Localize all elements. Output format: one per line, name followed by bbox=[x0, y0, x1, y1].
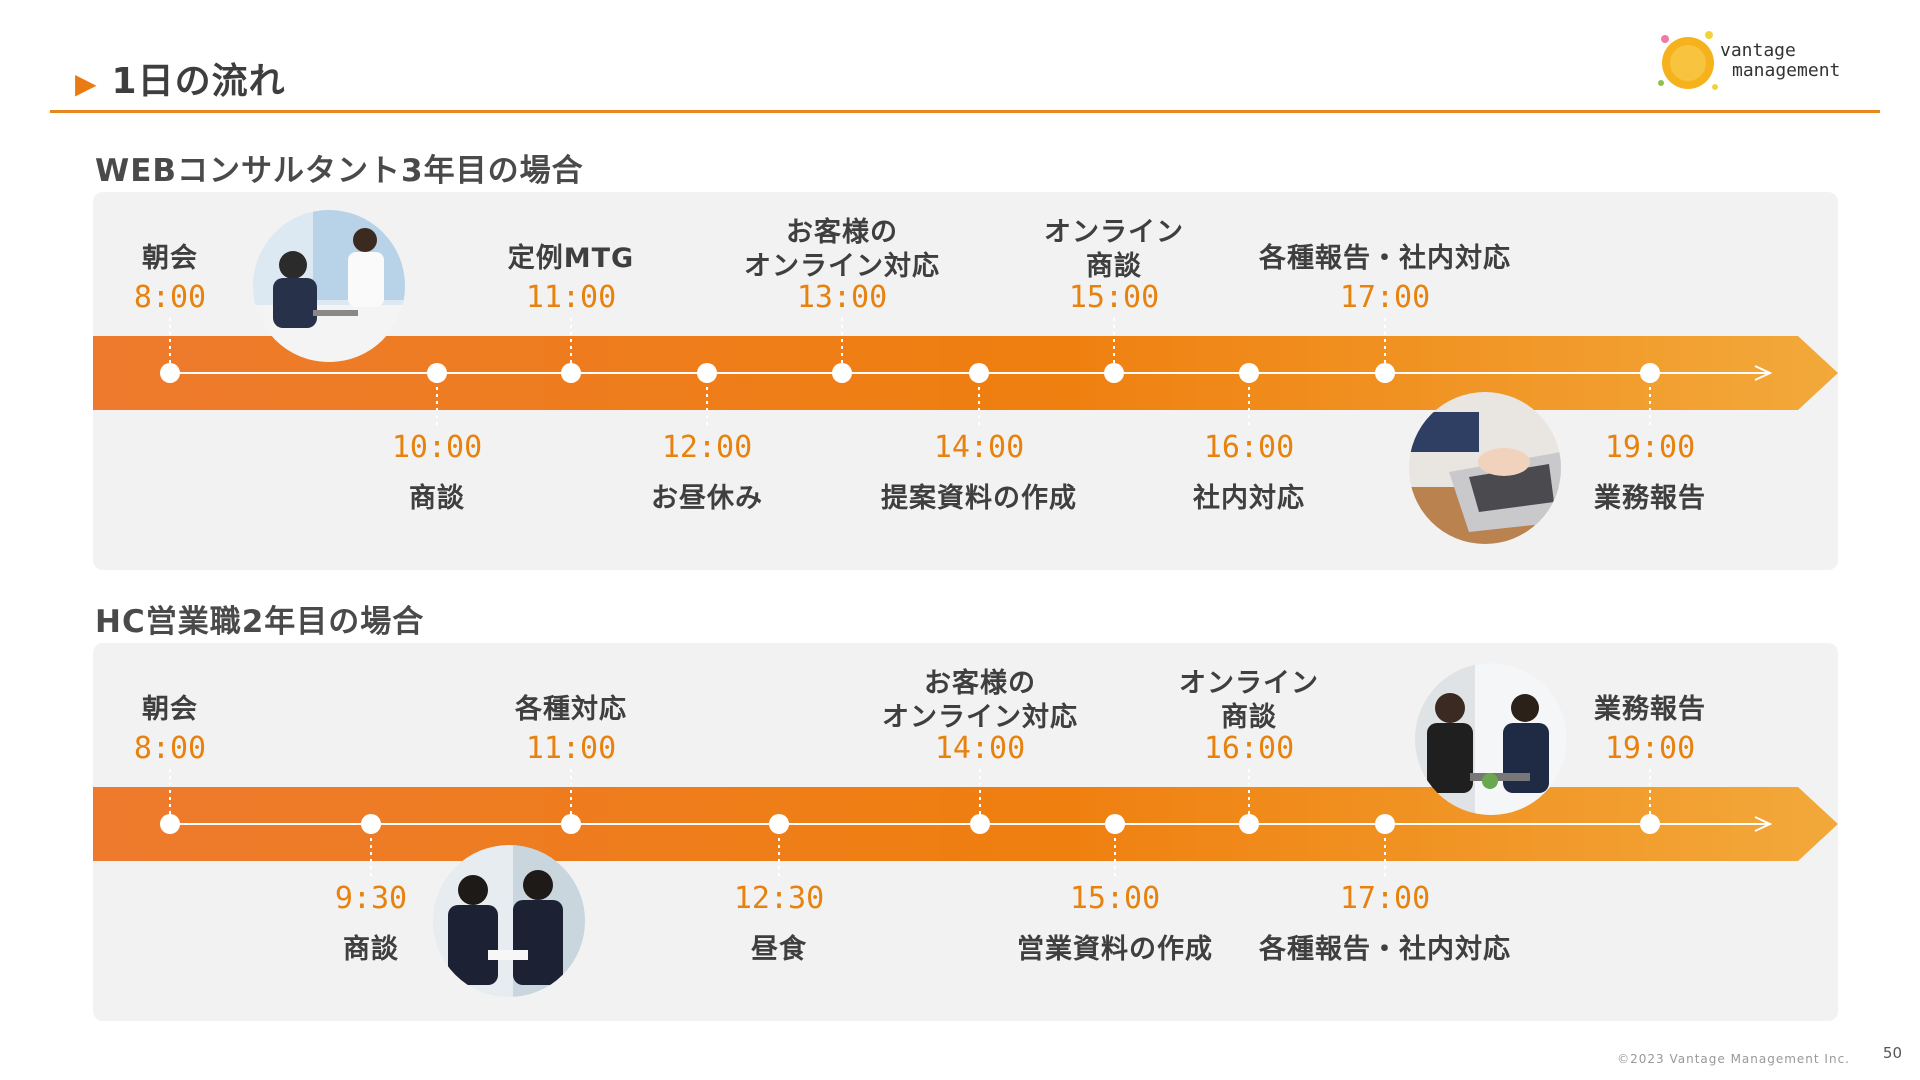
event-label: お客様の オンライン対応 bbox=[744, 216, 940, 284]
event-label: 各種報告・社内対応 bbox=[1259, 242, 1511, 276]
event-time: 8:00 bbox=[134, 280, 206, 315]
timeline-dot bbox=[970, 814, 990, 834]
timeline-dot bbox=[697, 363, 717, 383]
timeline-dot bbox=[1375, 363, 1395, 383]
timeline-dot bbox=[969, 363, 989, 383]
timeline-dot bbox=[361, 814, 381, 834]
page-number: 50 bbox=[1883, 1044, 1902, 1062]
timeline-dot bbox=[832, 363, 852, 383]
event-label: 定例MTG bbox=[508, 242, 634, 276]
event-time: 10:00 bbox=[392, 430, 482, 465]
event-label: 社内対応 bbox=[1193, 482, 1305, 516]
event-label: 朝会 bbox=[142, 693, 198, 727]
timeline-dot bbox=[427, 363, 447, 383]
event-label: 各種報告・社内対応 bbox=[1259, 933, 1511, 967]
event-time: 17:00 bbox=[1340, 881, 1430, 916]
laptop-photo bbox=[1409, 392, 1561, 544]
event-label: 営業資料の作成 bbox=[1017, 933, 1213, 967]
event-label: 各種対応 bbox=[515, 693, 627, 727]
event-label: 業務報告 bbox=[1594, 482, 1706, 516]
timeline-dot bbox=[1105, 814, 1125, 834]
timeline-dot bbox=[769, 814, 789, 834]
event-time: 11:00 bbox=[526, 280, 616, 315]
company-logo: vantage management bbox=[1655, 25, 1870, 97]
meeting-photo-image bbox=[253, 210, 405, 362]
page-title: ▶ 1日の流れ bbox=[75, 52, 286, 104]
sun-logo-icon bbox=[1655, 25, 1725, 97]
meeting-photo bbox=[253, 210, 405, 362]
timeline-dot bbox=[1239, 814, 1259, 834]
event-time: 19:00 bbox=[1605, 430, 1695, 465]
timeline-dot bbox=[1640, 363, 1660, 383]
event-time: 15:00 bbox=[1069, 280, 1159, 315]
event-time: 11:00 bbox=[526, 731, 616, 766]
laptop-photo-image bbox=[1409, 392, 1561, 544]
event-time: 14:00 bbox=[934, 430, 1024, 465]
event-time: 14:00 bbox=[935, 731, 1025, 766]
event-label: 昼食 bbox=[751, 933, 807, 967]
negotiation-photo bbox=[433, 845, 585, 997]
event-time: 19:00 bbox=[1605, 731, 1695, 766]
event-time: 9:30 bbox=[335, 881, 407, 916]
timeline-dot bbox=[1640, 814, 1660, 834]
timeline-dot bbox=[1239, 363, 1259, 383]
copyright: ©2023 Vantage Management Inc. bbox=[1617, 1052, 1850, 1066]
event-time: 12:30 bbox=[734, 881, 824, 916]
timeline-dot bbox=[561, 363, 581, 383]
timeline-dot bbox=[561, 814, 581, 834]
event-time: 16:00 bbox=[1204, 430, 1294, 465]
event-label: お客様の オンライン対応 bbox=[882, 667, 1078, 735]
event-label: お昼休み bbox=[651, 482, 763, 516]
logo-line2: management bbox=[1732, 61, 1840, 81]
header-divider bbox=[50, 110, 1880, 113]
event-label: 朝会 bbox=[142, 242, 198, 276]
event-label: 商談 bbox=[409, 482, 465, 516]
event-label: オンライン 商談 bbox=[1179, 667, 1319, 735]
timeline-dot bbox=[1375, 814, 1395, 834]
business-meeting-photo-image bbox=[1415, 663, 1567, 815]
timeline-dot bbox=[160, 363, 180, 383]
event-label: オンライン 商談 bbox=[1044, 216, 1184, 284]
event-time: 16:00 bbox=[1204, 731, 1294, 766]
event-time: 12:00 bbox=[662, 430, 752, 465]
event-time: 8:00 bbox=[134, 731, 206, 766]
section-title-hc: HC営業職2年目の場合 bbox=[95, 596, 424, 641]
timeline-dot bbox=[160, 814, 180, 834]
page-title-text: 1日の流れ bbox=[112, 61, 286, 102]
event-label: 提案資料の作成 bbox=[881, 482, 1077, 516]
event-label: 商談 bbox=[343, 933, 399, 967]
business-meeting-photo bbox=[1415, 663, 1567, 815]
event-time: 17:00 bbox=[1340, 280, 1430, 315]
event-label: 業務報告 bbox=[1594, 693, 1706, 727]
section-title-web: WEBコンサルタント3年目の場合 bbox=[95, 145, 584, 190]
triangle-bullet-icon: ▶ bbox=[75, 67, 98, 100]
event-time: 13:00 bbox=[797, 280, 887, 315]
logo-text: vantage management bbox=[1720, 41, 1840, 81]
event-time: 15:00 bbox=[1070, 881, 1160, 916]
negotiation-photo-image bbox=[433, 845, 585, 997]
logo-line1: vantage bbox=[1720, 41, 1840, 61]
timeline-dot bbox=[1104, 363, 1124, 383]
